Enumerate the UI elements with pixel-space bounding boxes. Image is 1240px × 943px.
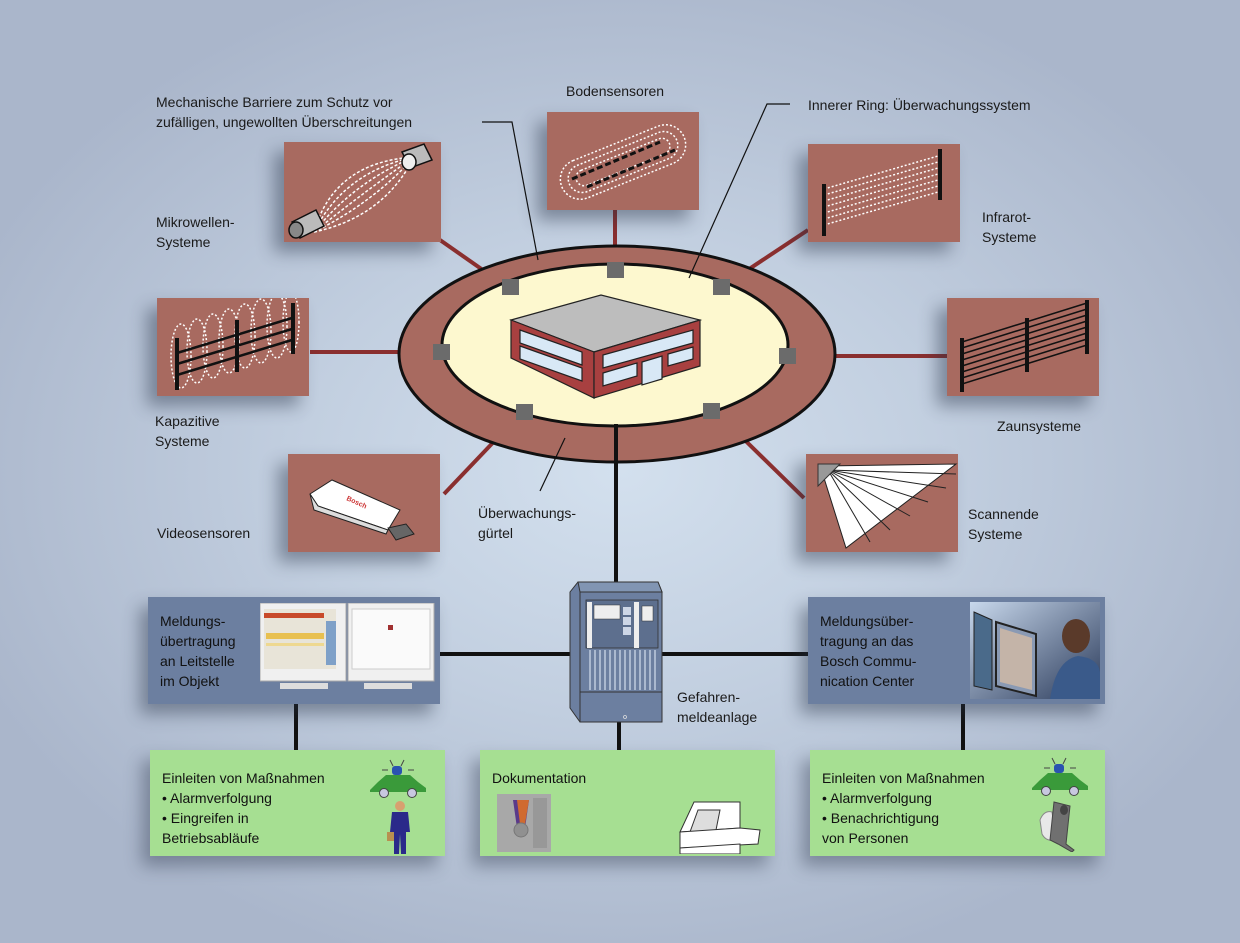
hazard-system-label: Gefahren- meldeanlage: [677, 689, 758, 725]
sensor-label-fence: Zaunsysteme: [997, 418, 1082, 434]
sensor-label-scanning: Scannende Systeme: [968, 506, 1039, 542]
mechanical-barrier-label: Mechanische Barriere zum Schutz vor zufä…: [156, 94, 413, 130]
scanner-icon: [817, 463, 958, 549]
printer-icon: [679, 801, 761, 854]
surveillance-belt-label: Überwachungs- gürtel: [478, 505, 577, 541]
sensor-panel-scanning: [806, 454, 958, 552]
sensor-label-ground: Bodensensoren: [566, 83, 665, 99]
info-box-local-control: Meldungs- übertragung an Leitstelle im O…: [148, 597, 440, 704]
action-box-documentation: Dokumentation: [480, 750, 775, 856]
ring-node: [516, 404, 533, 420]
capacitive-fence-icon: [170, 298, 300, 390]
sensor-panel-fence: [947, 298, 1099, 396]
leader-mechanical-barrier: [482, 121, 539, 261]
action-box-local: Einleiten von Maßnahmen • Alarmverfolgun…: [150, 750, 445, 856]
sensor-label-capacitive: Kapazitive Systeme: [155, 413, 220, 449]
ring-node: [779, 348, 796, 364]
action-box-communication-center: Einleiten von Maßnahmen • Alarmverfolgun…: [810, 750, 1105, 856]
info-box-communication-center: Meldungsüber- tragung an das Bosch Commu…: [808, 597, 1105, 704]
sensor-label-infrared: Infrarot- Systeme: [982, 209, 1037, 245]
action-box-cc-item: • Benachrichtigung von Personen: [822, 810, 939, 846]
action-box-documentation-title: Dokumentation: [492, 770, 587, 786]
sensor-panel-ground: [547, 112, 699, 210]
sensor-label-microwave: Mikrowellen- Systeme: [156, 214, 235, 250]
sensor-panel-video: Bosch: [288, 454, 440, 552]
action-box-cc-title: Einleiten von Maßnahmen: [822, 770, 985, 786]
info-box-communication-center-text: Meldungsüber- tragung an das Bosch Commu…: [820, 613, 917, 689]
ground-sensor-icon: [559, 124, 687, 200]
monitors-icon: [260, 603, 435, 689]
building-icon: [509, 294, 703, 399]
action-box-cc-item: • Alarmverfolgung: [822, 790, 932, 806]
sensor-panel-infrared: [808, 144, 960, 242]
ring-node: [607, 262, 624, 278]
storage-media-icon: [497, 794, 551, 852]
ring-node: [703, 403, 720, 419]
police-car-icon: [370, 759, 426, 798]
leader-surveillance-belt: [539, 437, 566, 492]
operator-photo: [970, 602, 1100, 699]
infrared-beam-icon: [822, 149, 942, 236]
leader-inner-ring: [688, 103, 790, 279]
fence-icon: [960, 300, 1089, 392]
ring-node: [433, 344, 450, 360]
info-box-local-control-text: Meldungs- übertragung an Leitstelle im O…: [160, 613, 236, 689]
action-box-local-item: • Eingreifen in Betriebsabläufe: [162, 810, 260, 846]
sensor-panel-microwave: [284, 142, 441, 242]
hazard-control-panel-icon: [569, 581, 663, 723]
action-box-local-title: Einleiten von Maßnahmen: [162, 770, 325, 786]
sensor-label-video: Videosensoren: [157, 525, 251, 541]
mobile-phone-icon: [1039, 801, 1075, 852]
police-car-icon: [1032, 757, 1088, 796]
businessman-icon: [387, 801, 410, 854]
microwave-beam-icon: [288, 143, 434, 240]
inner-ring-label: Innerer Ring: Überwachungssystem: [808, 97, 1031, 113]
video-camera-icon: Bosch: [309, 479, 415, 541]
ring-node: [713, 279, 730, 295]
action-box-local-item: • Alarmverfolgung: [162, 790, 272, 806]
ring-node: [502, 279, 519, 295]
sensor-panel-capacitive: [157, 298, 309, 396]
